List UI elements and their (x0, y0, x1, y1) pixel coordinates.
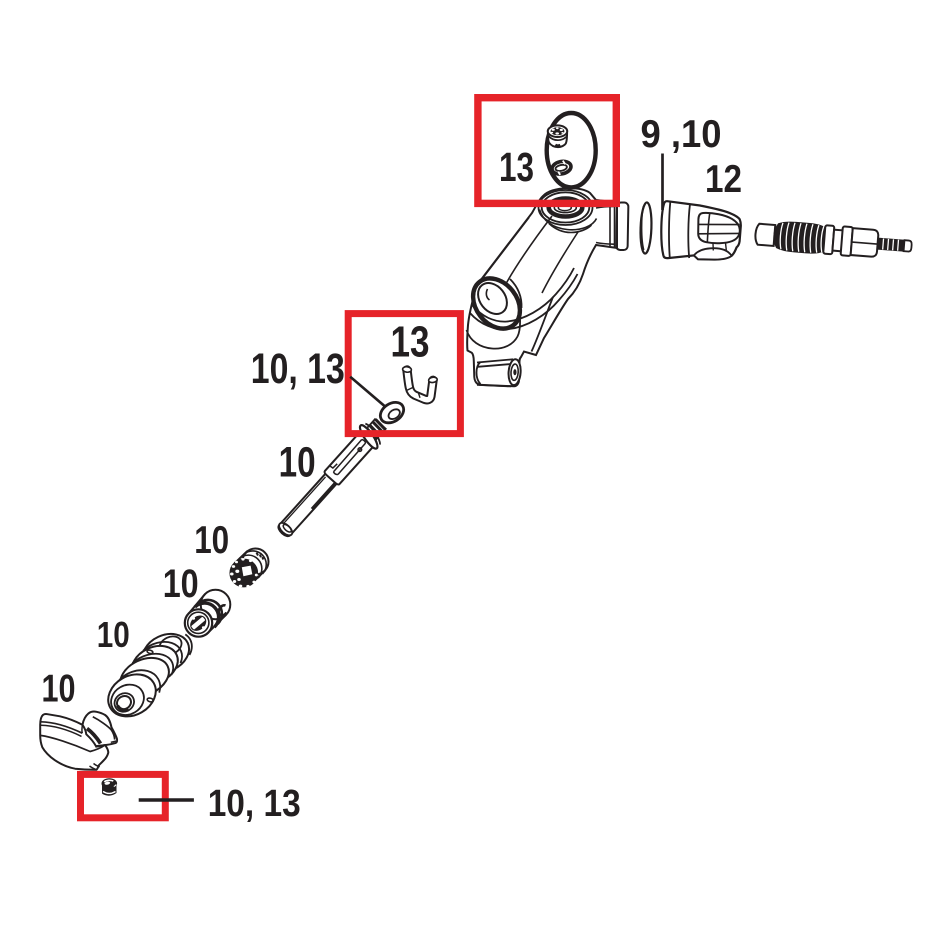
svg-text:10, 13: 10, 13 (208, 783, 301, 825)
svg-text:10: 10 (97, 614, 130, 655)
svg-text:10: 10 (194, 519, 229, 562)
svg-text:10: 10 (42, 668, 76, 711)
svg-text:10, 13: 10, 13 (251, 345, 345, 393)
svg-text:12: 12 (705, 158, 742, 201)
svg-text:13: 13 (391, 318, 430, 367)
svg-text:10: 10 (279, 439, 316, 487)
svg-text:13: 13 (499, 144, 534, 190)
svg-text:10: 10 (163, 562, 199, 606)
svg-text:9 ,10: 9 ,10 (641, 113, 722, 156)
